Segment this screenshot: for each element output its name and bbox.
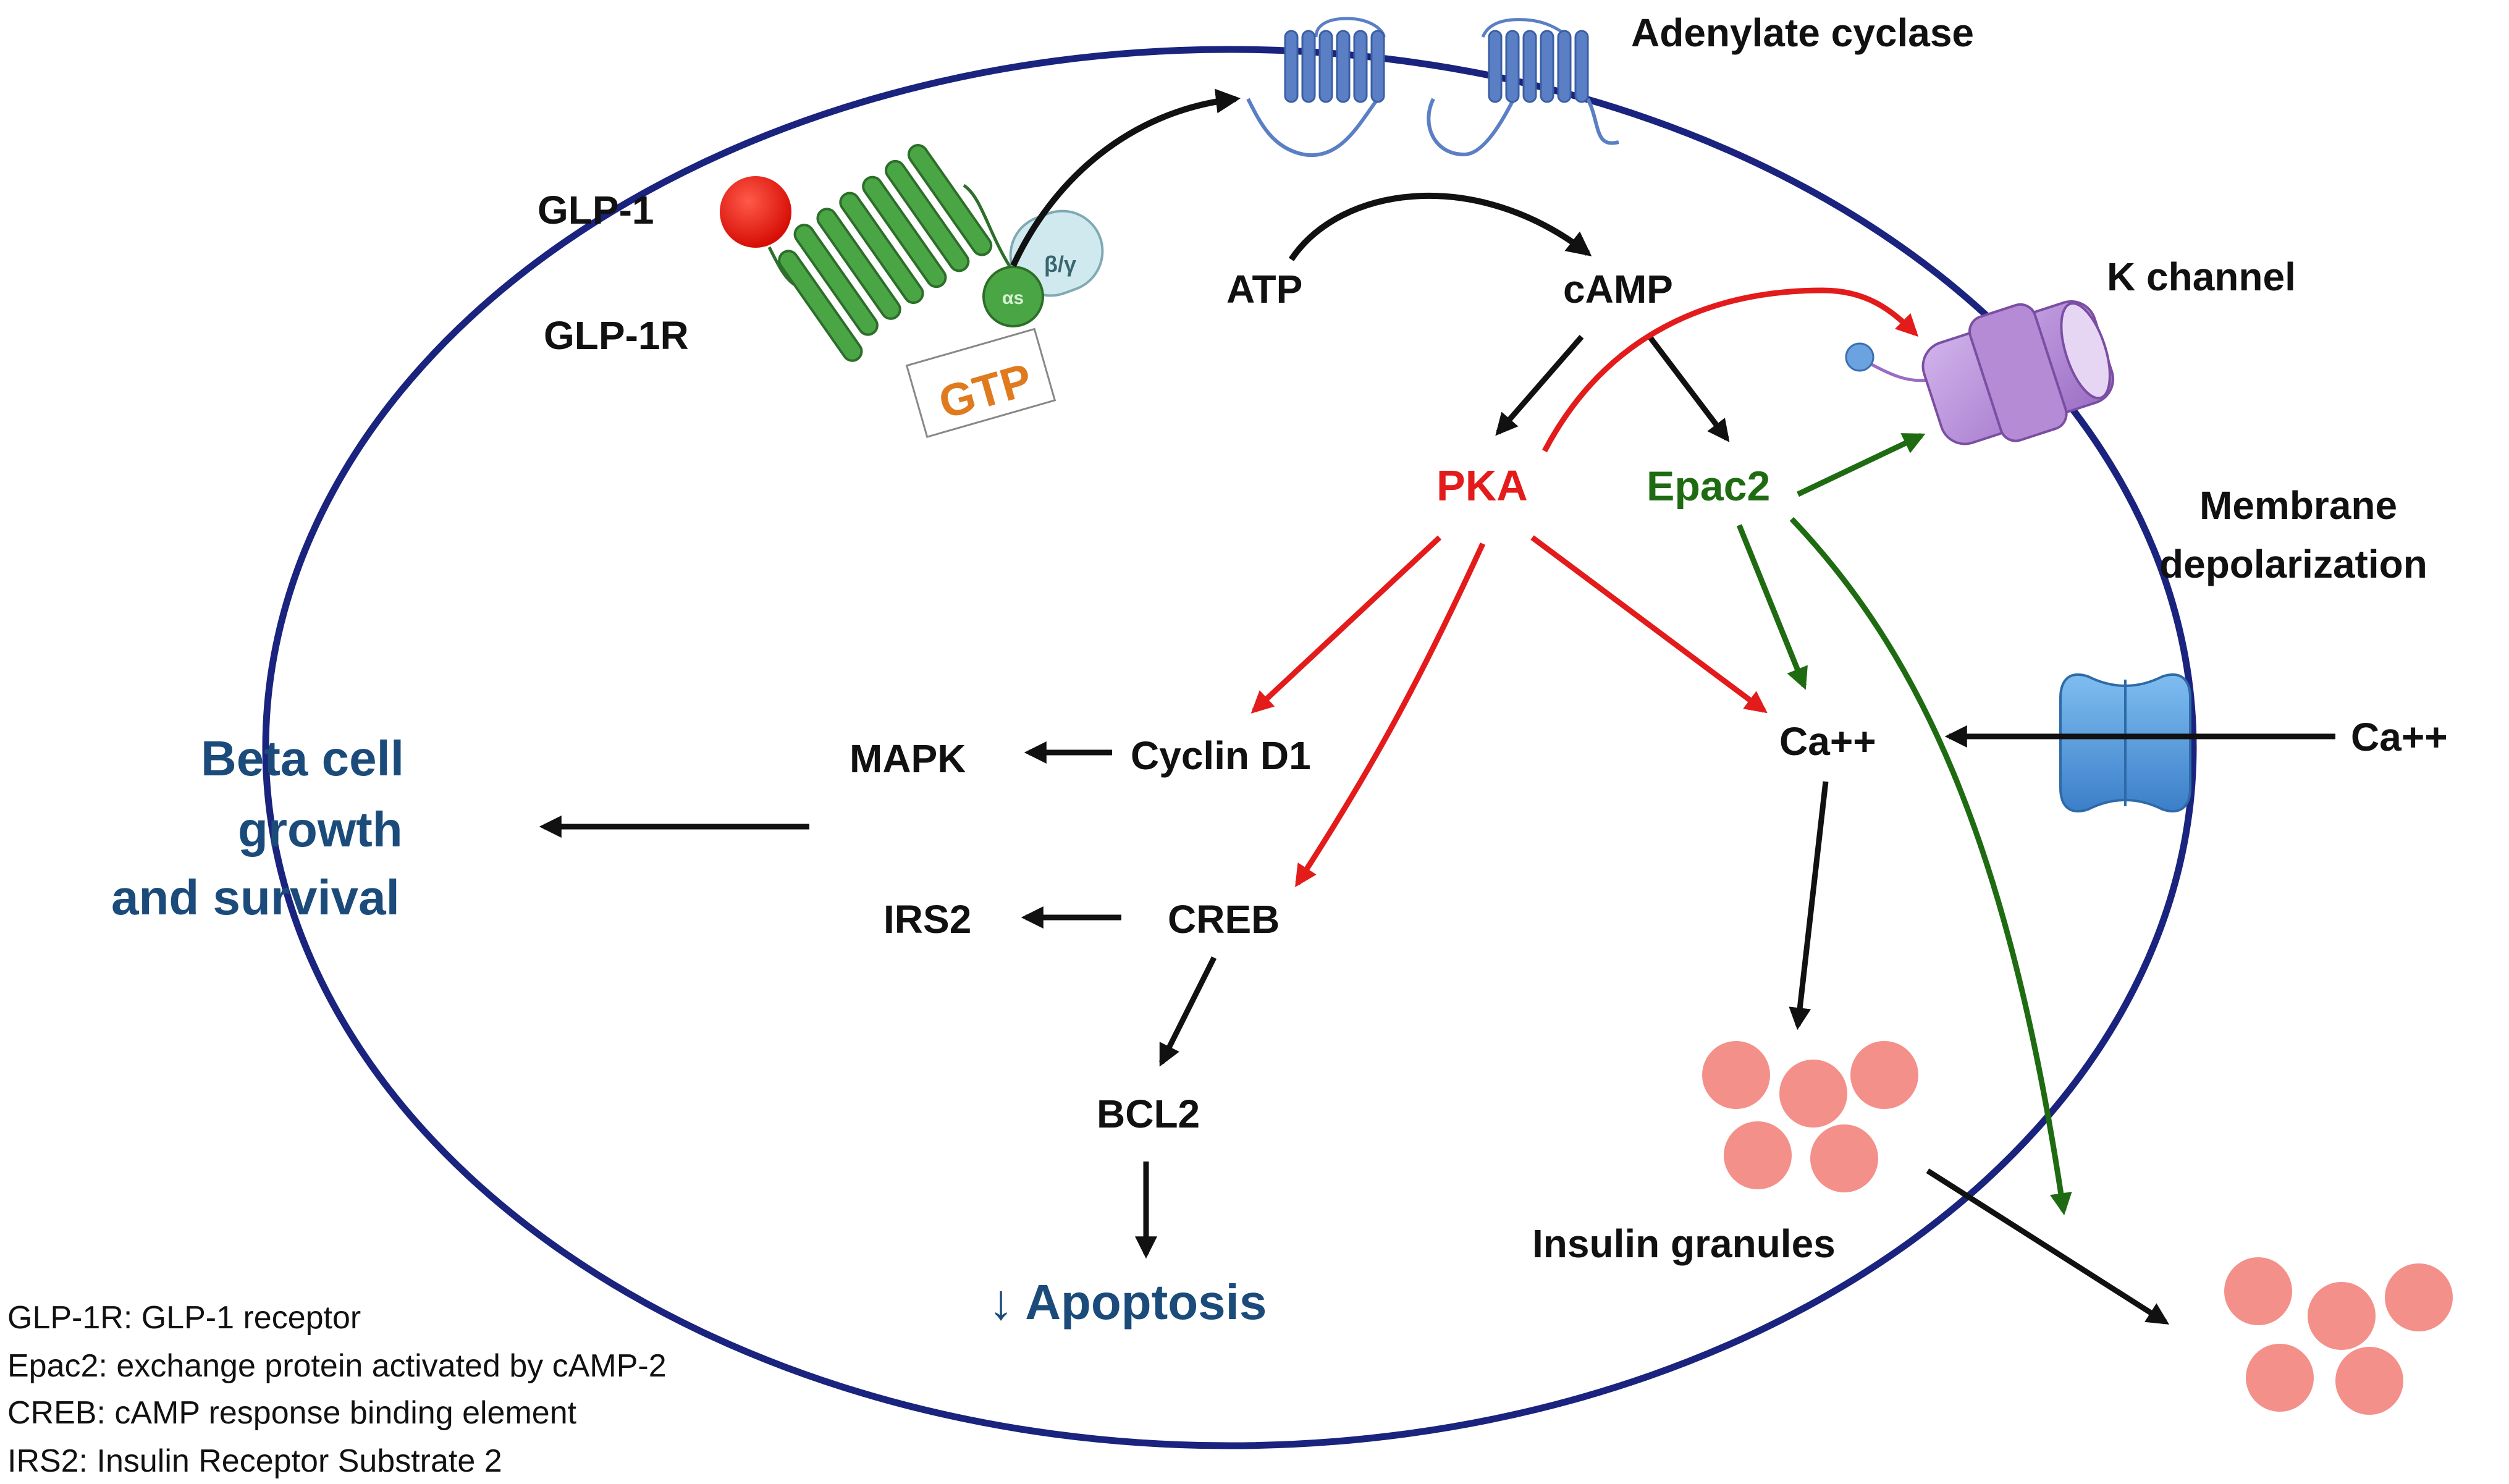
arrow-pka-to-kchannel	[1542, 287, 1919, 453]
camp-label: cAMP	[1563, 267, 1673, 311]
cell-membrane	[262, 46, 2197, 1449]
glp1-label: GLP-1	[538, 188, 654, 232]
alpha-s-label: αs	[1002, 288, 1024, 308]
arrow-epac2-to-ca	[1736, 524, 1808, 690]
glp1-ligand-icon	[720, 176, 791, 248]
arrow-epac2-to-kchannel	[1797, 432, 1926, 497]
adenylate-cyclase-label: Adenylate cyclase	[1631, 11, 1974, 55]
insulin-granules-secreted-icon	[2224, 1257, 2453, 1415]
beta-cell-line3: and survival	[111, 870, 400, 925]
beta-cell-line1: Beta cell	[201, 731, 404, 786]
atp-label: ATP	[1226, 267, 1302, 311]
glp1-receptor-icon	[767, 144, 1015, 362]
gtp-box	[905, 327, 1056, 439]
irs2-label: IRS2	[883, 897, 971, 942]
alpha-s-subunit-icon	[982, 266, 1044, 327]
bcl2-label: BCL2	[1097, 1092, 1200, 1136]
beta-cell-line2: growth	[238, 802, 403, 857]
apoptosis-label: ↓ Apoptosis	[989, 1275, 1267, 1330]
cyclind1-label: Cyclin D1	[1131, 733, 1311, 778]
creb-label: CREB	[1168, 897, 1280, 942]
ca-inside-label: Ca++	[1779, 719, 1876, 764]
glp1r-label: GLP-1R	[544, 313, 689, 358]
adenylate-cyclase-icon	[1246, 17, 1619, 158]
calcium-channel-icon	[2059, 673, 2191, 813]
arrow-ca-to-granules	[1789, 781, 1829, 1031]
epac2-label: Epac2	[1647, 463, 1770, 510]
legend-line-3: CREB: cAMP response binding element	[7, 1395, 577, 1431]
depolarization-label: depolarization	[2159, 542, 2427, 586]
arrow-atp-to-camp	[1288, 193, 1592, 261]
arrow-gprotein-to-ac	[1010, 88, 1241, 268]
arrow-creb-to-bcl2	[1158, 956, 1217, 1067]
insulin-granules-label: Insulin granules	[1532, 1221, 1836, 1266]
arrow-insulin-secretion	[1926, 1168, 2170, 1325]
arrow-pka-to-creb	[1295, 542, 1486, 888]
arrow-pka-to-cyclind1	[1250, 535, 1442, 714]
k-channel-label: K channel	[2107, 255, 2296, 299]
k-channel-icon	[1845, 300, 2115, 445]
pka-label: PKA	[1436, 462, 1528, 510]
mapk-label: MAPK	[850, 736, 966, 781]
membrane-label: Membrane	[2199, 483, 2397, 528]
arrow-epac2-to-secreted-insulin	[1789, 516, 2072, 1216]
arrow-camp-to-epac2	[1647, 335, 1730, 442]
arrow-pka-to-ca	[1530, 535, 1768, 714]
ca-outside-label: Ca++	[2351, 715, 2448, 759]
insulin-granules-inside-icon	[1702, 1041, 1918, 1192]
legend-line-4: IRS2: Insulin Receptor Substrate 2	[7, 1443, 502, 1479]
legend-line-1: GLP-1R: GLP-1 receptor	[7, 1300, 361, 1336]
legend-line-2: Epac2: exchange protein activated by cAM…	[7, 1348, 667, 1384]
beta-gamma-label: β/γ	[1044, 251, 1076, 277]
arrow-camp-to-pka	[1495, 335, 1584, 436]
